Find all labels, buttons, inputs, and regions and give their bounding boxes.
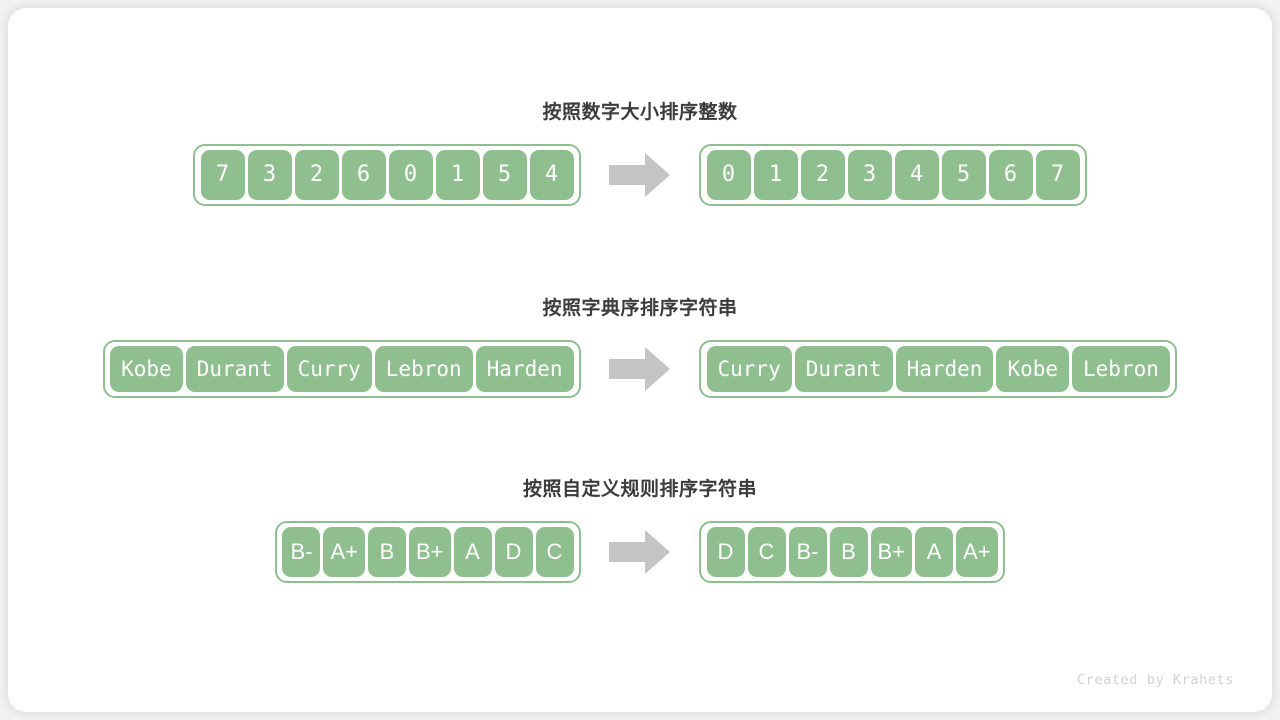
array-cell: 0	[388, 150, 433, 200]
section-title: 按照字典序排序字符串	[542, 298, 738, 319]
array-cell: B-	[282, 527, 321, 577]
array-cell: B-	[788, 527, 827, 577]
array-cell: 6	[341, 150, 386, 200]
array-cell: D	[706, 527, 745, 577]
array-cell: 3	[847, 150, 892, 200]
array-cell: B	[829, 527, 868, 577]
array-cell: 3	[247, 150, 292, 200]
array-cell: B+	[408, 527, 451, 577]
array-cell: 0	[706, 150, 751, 200]
array-cell: Harden	[475, 346, 574, 392]
array-cell: 2	[800, 150, 845, 200]
array-cell: A	[453, 527, 492, 577]
array-cell: 6	[988, 150, 1033, 200]
array-cell: 1	[753, 150, 798, 200]
array-cell: 5	[941, 150, 986, 200]
arrow-right-icon	[609, 529, 671, 575]
array-cell: A+	[956, 527, 998, 577]
array-cell: 7	[1035, 150, 1080, 200]
array-cell: C	[535, 527, 574, 577]
credit-text: Created by Krahets	[1076, 672, 1234, 688]
array-cell: Kobe	[110, 346, 183, 392]
array-cell: Lebron	[374, 346, 473, 392]
array-cell: B	[367, 527, 406, 577]
arrow-right-icon	[609, 152, 671, 198]
array-cell: A+	[323, 527, 365, 577]
section-title: 按照数字大小排序整数	[542, 102, 738, 123]
array-cell: 1	[435, 150, 480, 200]
array-cell: A	[915, 527, 954, 577]
array-cell: B+	[870, 527, 913, 577]
array-cell: Harden	[895, 346, 994, 392]
section-title: 按照自定义规则排序字符串	[522, 479, 757, 500]
array-cell: 2	[294, 150, 339, 200]
array-cell: D	[494, 527, 533, 577]
array-cell: Durant	[794, 346, 893, 392]
array-cell: C	[747, 527, 786, 577]
array-cell: Kobe	[996, 346, 1070, 392]
array-cell: 4	[894, 150, 939, 200]
array-cell: 5	[482, 150, 527, 200]
array-cell: 7	[200, 150, 245, 200]
array-cell: 4	[529, 150, 574, 200]
arrow-right-icon	[609, 346, 671, 392]
array-cell: Curry	[286, 346, 372, 392]
array-cell: Curry	[706, 346, 792, 392]
array-cell: Lebron	[1072, 346, 1170, 392]
array-cell: Durant	[185, 346, 284, 392]
